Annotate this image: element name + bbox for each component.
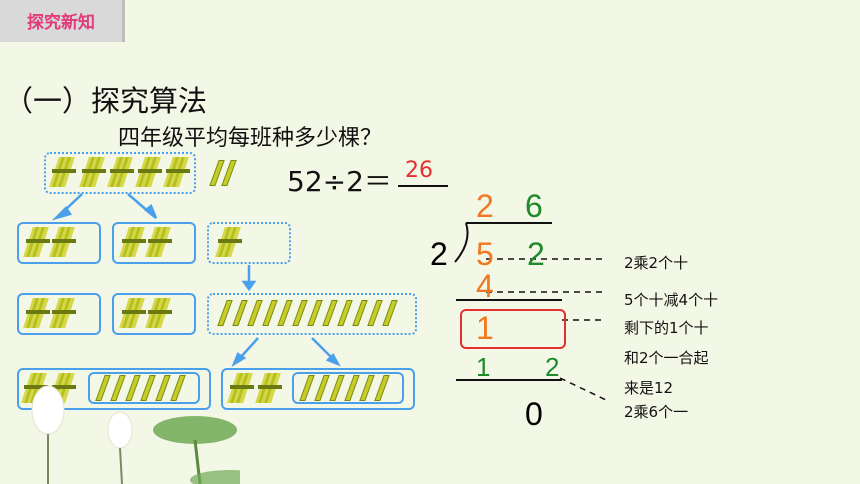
result-box-2 [221, 368, 415, 410]
step2-tens: 1 [476, 352, 491, 382]
bundle-top-2 [107, 155, 134, 189]
bundle-r3a-1 [49, 296, 76, 330]
final-remainder: 0 [525, 396, 543, 432]
equation-text: 52÷2＝ [287, 165, 392, 198]
bundle-top-3 [135, 155, 162, 189]
bundle-r2b-1 [145, 225, 172, 259]
bundle-r2c [215, 225, 242, 259]
note-3: 剩下的1个十 [624, 319, 709, 337]
loose-sticks-group [207, 293, 417, 335]
group-box-2 [112, 222, 196, 264]
bundle-r3b-0 [119, 296, 146, 330]
result-inner-2 [292, 372, 404, 404]
note-1: 2乘2个十 [624, 254, 689, 272]
bundle-r4b-0 [227, 371, 254, 405]
group-box-3 [207, 222, 291, 264]
bundle-top-4 [163, 155, 190, 189]
quotient-tens: 2 [476, 188, 494, 224]
bundle-r2a-0 [23, 225, 50, 259]
note-4: 和2个一合起 [624, 349, 709, 367]
bundle-r3a-0 [23, 296, 50, 330]
step1-product: 4 [476, 268, 494, 304]
result-box-1 [17, 368, 211, 410]
bundle-r4a-1 [49, 371, 76, 405]
note-2: 5个十减4个十 [624, 291, 719, 309]
quotient-ones: 6 [525, 188, 543, 224]
remainder-digit: 1 [476, 310, 494, 346]
result-inner-1 [88, 372, 200, 404]
section-tag: 探究新知 [0, 0, 125, 42]
note-6: 2乘6个一 [624, 403, 689, 421]
remainder-box [460, 309, 566, 349]
answer-underline [398, 185, 448, 187]
divisor: 2 [430, 236, 448, 272]
equation-answer: 26 [405, 158, 433, 183]
bundle-top-1 [79, 155, 106, 189]
group-box-1 [17, 222, 101, 264]
section-title: （一）探究算法 [4, 84, 208, 118]
step2-ones: 2 [545, 352, 560, 382]
bundle-top-0 [49, 155, 76, 189]
bundle-r4b-1 [255, 371, 282, 405]
dividend-tens: 5 [476, 236, 494, 272]
note-5: 来是12 [624, 379, 674, 397]
bundle-r2a-1 [49, 225, 76, 259]
question-text: 四年级平均每班种多少棵？ [118, 126, 383, 151]
dividend-ones: 2 [527, 236, 545, 272]
lotus-decoration [31, 385, 240, 484]
bundle-r3b-1 [145, 296, 172, 330]
bundle-r2b-0 [119, 225, 146, 259]
all-sticks-group [44, 152, 196, 194]
group-box-4 [17, 293, 101, 335]
group-box-5 [112, 293, 196, 335]
bundle-r4a-0 [21, 371, 48, 405]
section-tag-label: 探究新知 [27, 13, 95, 33]
